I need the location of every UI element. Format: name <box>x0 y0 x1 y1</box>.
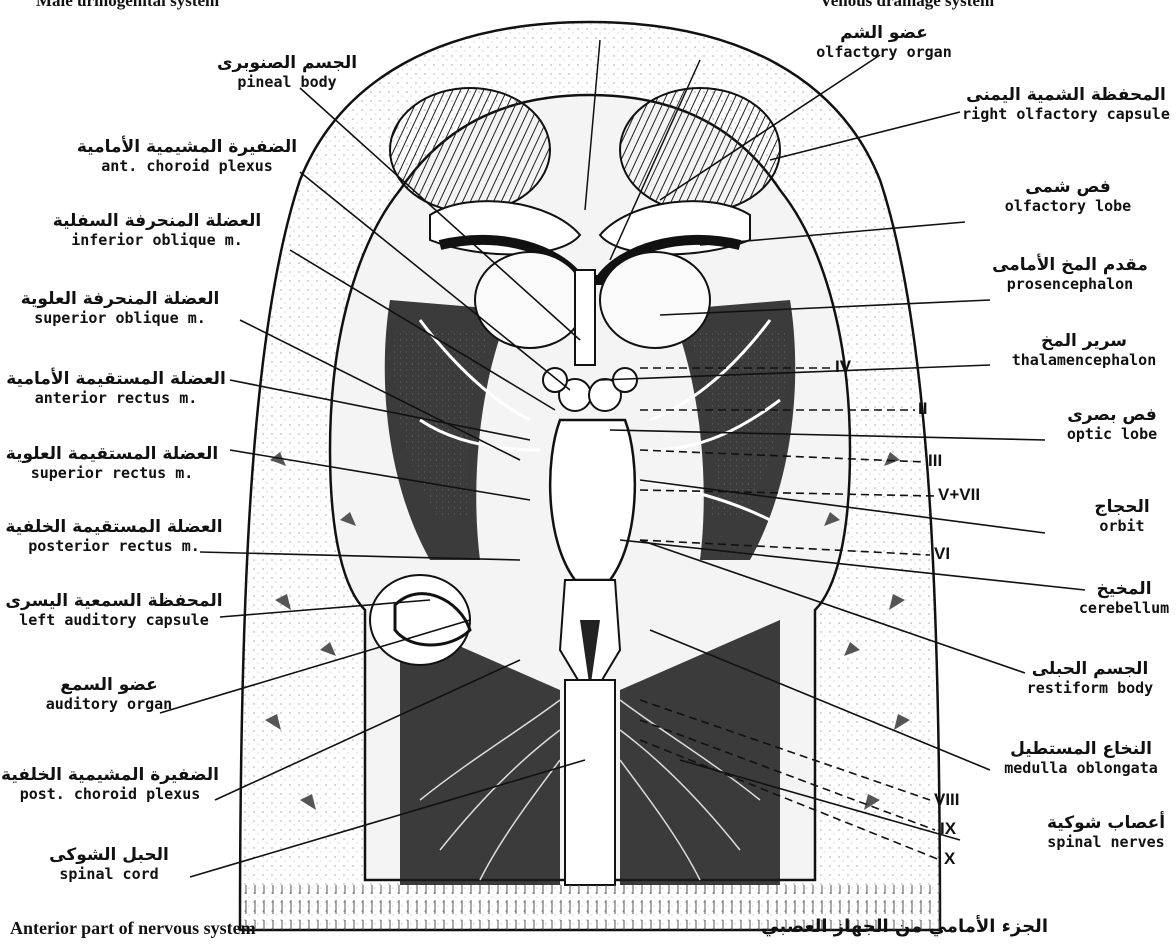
label-pineal-body-english: pineal body <box>217 74 357 91</box>
nerve-x-label: X <box>944 849 955 869</box>
label-orbit: الحجاج orbit <box>1094 498 1149 535</box>
label-posterior-rectus: العضلة المستقيمة الخلفية posterior rectu… <box>5 518 222 555</box>
spinal-cord <box>565 680 615 885</box>
label-olfactory-organ-english: olfactory organ <box>816 44 951 61</box>
label-pineal-body-arabic: الجسم الصنوبرى <box>217 54 357 74</box>
label-prosencephalon: مقدم المخ الأمامى prosencephalon <box>992 256 1148 293</box>
label-post-choroid-plexus: الضفيرة المشيمية الخلفية post. choroid p… <box>1 766 219 803</box>
nerve-v-vii-label: V+VII <box>938 485 980 505</box>
label-left-auditory-capsule: المحفظة السمعية اليسرى left auditory cap… <box>5 592 222 629</box>
label-superior-oblique-arabic: العضلة المنحرفة العلوية <box>21 290 220 310</box>
caption-english: Anterior part of nervous system <box>10 918 256 939</box>
label-thalamencephalon: سرير المخ thalamencephalon <box>1012 332 1157 369</box>
label-medulla-oblongata-arabic: النخاع المستطيل <box>1004 740 1158 760</box>
nerve-ii-label: II <box>918 399 927 419</box>
label-right-olfactory-capsule-arabic: المحفظة الشمية اليمنى <box>962 86 1170 106</box>
caption-arabic: الجزء الأمامي من الجهاز العصبي <box>761 916 1048 937</box>
label-ant-choroid-plexus: الضفيرة المشيمية الأمامية ant. choroid p… <box>77 138 297 175</box>
label-olfactory-organ-arabic: عضو الشم <box>816 24 951 44</box>
label-thalamencephalon-english: thalamencephalon <box>1012 352 1157 369</box>
label-orbit-english: orbit <box>1094 518 1149 535</box>
label-superior-rectus-english: superior rectus m. <box>6 465 218 482</box>
label-olfactory-lobe: فص شمى olfactory lobe <box>1005 178 1131 215</box>
label-superior-oblique: العضلة المنحرفة العلوية superior oblique… <box>21 290 220 327</box>
label-superior-oblique-english: superior oblique m. <box>21 310 220 327</box>
label-ant-choroid-plexus-arabic: الضفيرة المشيمية الأمامية <box>77 138 297 158</box>
label-anterior-rectus-english: anterior rectus m. <box>6 390 226 407</box>
label-spinal-nerves-english: spinal nerves <box>1047 834 1165 851</box>
label-optic-lobe: فص بصرى optic lobe <box>1067 406 1157 443</box>
label-prosencephalon-arabic: مقدم المخ الأمامى <box>992 256 1148 276</box>
label-auditory-organ-english: auditory organ <box>46 696 172 713</box>
label-anterior-rectus: العضلة المستقيمة الأمامية anterior rectu… <box>6 370 226 407</box>
optic-lobes <box>550 420 635 580</box>
label-post-choroid-plexus-english: post. choroid plexus <box>1 786 219 803</box>
label-post-choroid-plexus-arabic: الضفيرة المشيمية الخلفية <box>1 766 219 786</box>
label-restiform-body: الجسم الحبلى restiform body <box>1027 660 1153 697</box>
nerve-ix-label: IX <box>940 819 956 839</box>
right-olfactory-capsule <box>620 88 780 212</box>
label-spinal-nerves-arabic: أعصاب شوكية <box>1047 814 1165 834</box>
label-cerebellum-arabic: المخيخ <box>1079 580 1169 600</box>
label-spinal-cord: الحبل الشوكى spinal cord <box>49 846 169 883</box>
label-posterior-rectus-arabic: العضلة المستقيمة الخلفية <box>5 518 222 538</box>
label-olfactory-organ: عضو الشم olfactory organ <box>816 24 951 61</box>
nerve-iii-label: III <box>928 451 942 471</box>
label-prosencephalon-english: prosencephalon <box>992 276 1148 293</box>
left-olfactory-capsule <box>390 88 550 212</box>
label-spinal-nerves: أعصاب شوكية spinal nerves <box>1047 814 1165 851</box>
label-posterior-rectus-english: posterior rectus m. <box>5 538 222 555</box>
top-right-heading: Venous drainage system <box>820 0 994 11</box>
nerve-iv-label: IV <box>835 357 851 377</box>
label-left-auditory-capsule-arabic: المحفظة السمعية اليسرى <box>5 592 222 612</box>
label-auditory-organ: عضو السمع auditory organ <box>46 676 172 713</box>
label-inferior-oblique: العضلة المنحرفة السفلية inferior oblique… <box>53 212 261 249</box>
label-right-olfactory-capsule-english: right olfactory capsule <box>962 106 1170 123</box>
label-thalamencephalon-arabic: سرير المخ <box>1012 332 1157 352</box>
label-medulla-oblongata-english: medulla oblongata <box>1004 760 1158 777</box>
label-restiform-body-english: restiform body <box>1027 680 1153 697</box>
label-auditory-organ-arabic: عضو السمع <box>46 676 172 696</box>
label-right-olfactory-capsule: المحفظة الشمية اليمنى right olfactory ca… <box>962 86 1170 123</box>
top-left-heading: Male urinogenital system <box>36 0 219 11</box>
label-inferior-oblique-arabic: العضلة المنحرفة السفلية <box>53 212 261 232</box>
nerve-viii-label: VIII <box>934 790 960 810</box>
label-spinal-cord-english: spinal cord <box>49 866 169 883</box>
label-anterior-rectus-arabic: العضلة المستقيمة الأمامية <box>6 370 226 390</box>
nerve-vi-label: VI <box>934 544 950 564</box>
label-left-auditory-capsule-english: left auditory capsule <box>5 612 222 629</box>
label-superior-rectus-arabic: العضلة المستقيمة العلوية <box>6 445 218 465</box>
label-optic-lobe-arabic: فص بصرى <box>1067 406 1157 426</box>
label-inferior-oblique-english: inferior oblique m. <box>53 232 261 249</box>
label-pineal-body: الجسم الصنوبرى pineal body <box>217 54 357 91</box>
label-restiform-body-arabic: الجسم الحبلى <box>1027 660 1153 680</box>
left-auditory-capsule <box>370 575 470 665</box>
label-olfactory-lobe-english: olfactory lobe <box>1005 198 1131 215</box>
label-superior-rectus: العضلة المستقيمة العلوية superior rectus… <box>6 445 218 482</box>
label-olfactory-lobe-arabic: فص شمى <box>1005 178 1131 198</box>
label-medulla-oblongata: النخاع المستطيل medulla oblongata <box>1004 740 1158 777</box>
label-optic-lobe-english: optic lobe <box>1067 426 1157 443</box>
label-ant-choroid-plexus-english: ant. choroid plexus <box>77 158 297 175</box>
label-cerebellum-english: cerebellum <box>1079 600 1169 617</box>
label-orbit-arabic: الحجاج <box>1094 498 1149 518</box>
label-cerebellum: المخيخ cerebellum <box>1079 580 1169 617</box>
label-spinal-cord-arabic: الحبل الشوكى <box>49 846 169 866</box>
